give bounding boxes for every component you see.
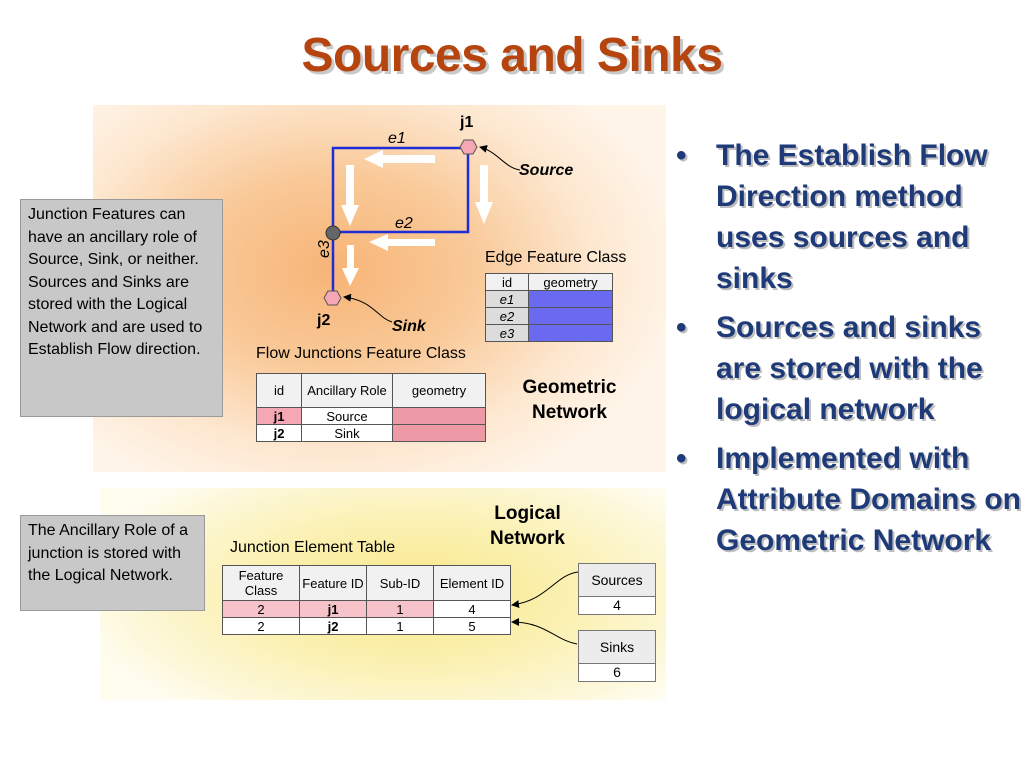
table-row: j2 Sink [256,424,486,442]
arrow-down-icon [475,165,493,224]
label-j1: j1 [460,114,474,131]
geometry-cell [392,407,486,425]
table-row: 2 j2 1 5 [222,617,511,635]
bullet-item: • Implemented with Attribute Domains on G… [672,438,1022,561]
bullet-text: The Establish Flow Direction method uses… [716,139,988,295]
bullet-text: Sources and sinks are stored with the lo… [716,311,983,426]
table-header-row: Feature Class Feature ID Sub-ID Element … [222,565,511,601]
label-sink: Sink [392,318,426,335]
junction-features-note: Junction Features can have an ancillary … [20,199,223,417]
table-cell: j2 [256,424,302,442]
table-cell: 5 [433,617,511,635]
table-row: e1 [485,290,613,308]
table-row: e3 [485,324,613,342]
bullet-item: • Sources and sinks are stored with the l… [672,307,1022,430]
sink-leader [343,293,393,323]
bullet-dot-icon: • [676,139,687,172]
geometry-cell [528,307,613,325]
table-row: e2 [485,307,613,325]
table-row: 2 j1 1 4 [222,600,511,618]
edge-feature-table: id geometry e1 e2 e3 [485,273,613,342]
sinks-header: Sinks [579,631,655,664]
sources-header: Sources [579,564,655,597]
table-cell: j1 [299,600,367,618]
bullet-item: • The Establish Flow Direction method use… [672,135,1022,299]
header-cell: geometry [392,373,486,408]
arrow-left-icon [364,150,435,168]
sources-value: 4 [613,597,621,613]
sinks-value: 6 [613,664,621,680]
edge-e1 [331,146,468,232]
table-cell: e3 [485,324,529,342]
label-j2: j2 [317,312,331,329]
arrow-down-icon [341,165,359,226]
table-cell: Sink [301,424,393,442]
table-cell: e2 [485,307,529,325]
label-e2: e2 [395,215,413,232]
hexagon-icon [459,139,478,155]
label-e3: e3 [316,240,333,258]
sinks-connector [511,618,578,645]
table-cell: 1 [366,600,434,618]
table-cell: Source [301,407,393,425]
edge-table-caption: Edge Feature Class [485,249,627,266]
header-cell: Ancillary Role [301,373,393,408]
table-row: j1 Source [256,407,486,425]
geometry-cell [528,290,613,308]
label-source: Source [519,162,574,179]
table-header-row: id geometry [485,273,613,291]
edge-e2 [333,148,470,234]
sources-box: Sources 4 [578,563,656,615]
table-cell: 2 [222,600,300,618]
table-cell: 4 [433,600,511,618]
junction-table-caption: Flow Junctions Feature Class [256,345,466,362]
bullet-dot-icon: • [676,442,687,475]
label-e1: e1 [388,130,406,147]
table-cell: j1 [256,407,302,425]
header-cell: id [256,373,302,408]
header-cell: geometry [528,273,613,291]
logical-network-label: Logical Network [490,503,565,549]
bullet-text: Implemented with Attribute Domains on Ge… [716,442,1021,557]
table-cell: e1 [485,290,529,308]
bullet-list: • The Establish Flow Direction method use… [672,135,1022,569]
ancillary-role-note: The Ancillary Role of a junction is stor… [20,515,205,611]
element-table-caption: Junction Element Table [230,539,396,556]
flow-arrows [341,150,493,286]
geometric-network-label: Geometric Network [522,377,617,423]
header-cell: Feature Class [222,565,300,601]
flow-junctions-table: id Ancillary Role geometry j1 Source j2 … [256,373,486,442]
bullet-dot-icon: • [676,311,687,344]
table-cell: 2 [222,617,300,635]
geometry-cell [528,324,613,342]
table-header-row: id Ancillary Role geometry [256,373,486,408]
source-leader [479,145,521,171]
table-cell: 1 [366,617,434,635]
header-cell: Sub-ID [366,565,434,601]
junction-node [325,225,341,241]
arrow-down-icon [342,245,359,286]
hexagon-icon [323,290,342,306]
sinks-box: Sinks 6 [578,630,656,682]
table-cell: j2 [299,617,367,635]
slide-title: Sources and Sinks [301,29,724,82]
header-cell: Element ID [433,565,511,601]
header-cell: id [485,273,529,291]
arrow-left-icon [369,234,435,251]
junction-element-table: Feature Class Feature ID Sub-ID Element … [222,565,511,635]
geometry-cell [392,424,486,442]
header-cell: Feature ID [299,565,367,601]
sources-connector [511,571,579,608]
